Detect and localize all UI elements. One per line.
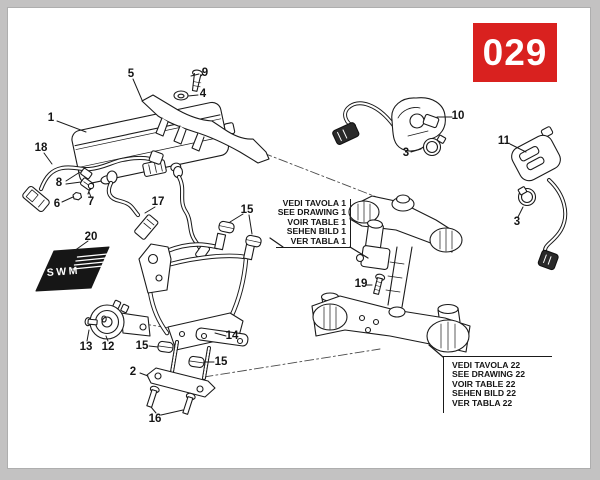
- grommet-4: [173, 90, 189, 101]
- page-number: 029: [482, 31, 548, 73]
- part-label-5: 5: [127, 68, 135, 80]
- callout-line: VER TABLA 22: [452, 397, 513, 408]
- callout-line: SEHEN BILD 1: [286, 226, 346, 237]
- callout-leaders: [269, 237, 444, 358]
- fasteners-8-6-7: [72, 167, 95, 201]
- callout-line: SEE DRAWING 1: [277, 207, 346, 218]
- mounting-bracket: [138, 220, 262, 415]
- page-number-badge: 029: [473, 23, 557, 82]
- cable-18: [22, 150, 164, 213]
- part-label-4: 4: [199, 88, 207, 100]
- part-label-7: 7: [87, 196, 95, 208]
- part-label-1: 1: [47, 112, 55, 124]
- part-label-20: 20: [84, 231, 98, 243]
- part-label-17: 17: [151, 196, 165, 208]
- part-label-13: 13: [79, 341, 93, 353]
- part-label-12: 12: [101, 341, 115, 353]
- part-label-16: 16: [148, 413, 162, 425]
- part-label-15: 15: [135, 340, 149, 352]
- part-label-18: 18: [34, 142, 48, 154]
- part-label-10: 10: [451, 110, 465, 122]
- part-label-2: 2: [129, 366, 137, 378]
- left-switchgear: [332, 97, 447, 157]
- swm-logo-patch: SWM: [35, 246, 110, 292]
- triple-clamp-assembly: [311, 194, 471, 353]
- callout-see-drawing-22: VEDI TAVOLA 22 SEE DRAWING 22 VOIR TABLE…: [443, 356, 552, 413]
- support-bracket: [141, 94, 270, 164]
- part-label-15: 15: [240, 204, 254, 216]
- callout-line: VER TABLA 1: [290, 235, 346, 246]
- part-label-14: 14: [225, 330, 239, 342]
- swm-logo-text: SWM: [46, 265, 80, 279]
- callout-line: VOIR TABLE 1: [287, 216, 346, 227]
- callout-see-drawing-1: VEDI TAVOLA 1 SEE DRAWING 1 VOIR TABLE 1…: [276, 198, 351, 248]
- key-lock-bracket: [355, 219, 391, 271]
- callout-line: SEHEN BILD 22: [452, 388, 516, 399]
- part-label-15: 15: [214, 356, 228, 368]
- right-switchgear: [511, 126, 568, 271]
- part-label-3: 3: [402, 147, 410, 159]
- horn: [84, 299, 151, 340]
- callout-line: SEE DRAWING 22: [452, 369, 526, 380]
- part-label-6: 6: [53, 198, 61, 210]
- part-label-19: 19: [354, 278, 368, 290]
- page-background: [7, 7, 591, 469]
- part-label-9: 9: [201, 67, 209, 79]
- callout-line: VEDI TAVOLA 22: [452, 360, 521, 370]
- part-label-8: 8: [55, 177, 63, 189]
- part-label-11: 11: [497, 135, 511, 147]
- callout-line: VEDI TAVOLA 1: [282, 198, 346, 208]
- part-label-3: 3: [513, 216, 521, 228]
- callout-line: VOIR TABLE 22: [452, 378, 516, 389]
- bolt-19: [373, 273, 386, 295]
- leader-lines: [43, 73, 527, 416]
- bolt-9: [191, 69, 204, 92]
